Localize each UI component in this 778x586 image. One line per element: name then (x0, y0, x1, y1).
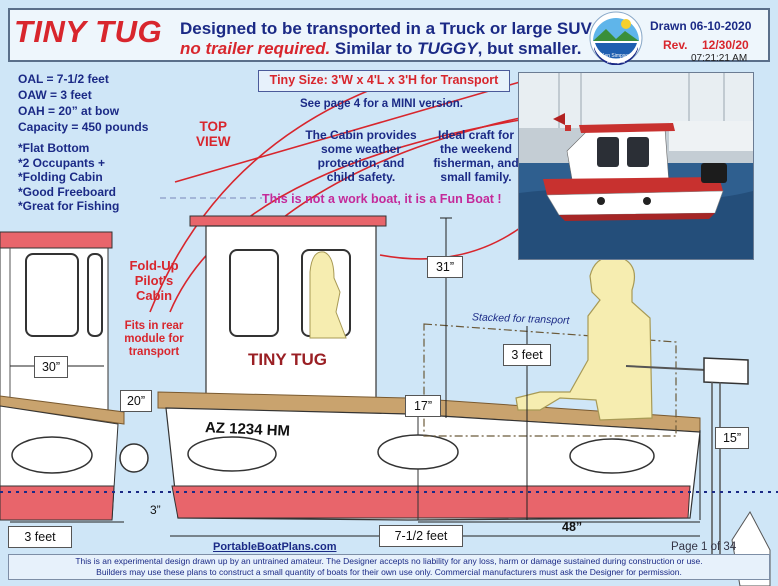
dimension-30-inch: 30” (34, 356, 68, 378)
cabin-note: The Cabin provides some weather protecti… (302, 128, 420, 184)
headline-line-2: no trailer required. Similar to TUGGY, b… (180, 39, 582, 59)
main-fender-1 (187, 436, 277, 472)
ideal-note-line: Ideal craft for (437, 128, 515, 142)
spec-item: OAW = 3 feet (18, 88, 92, 102)
left-hull-gunwale (0, 395, 125, 425)
fun-boat-note: This is not a work boat, it is a Fun Boa… (262, 192, 502, 206)
cabin-note-line: some weather (320, 142, 402, 156)
main-fender-2 (377, 434, 459, 470)
disclaimer-line-1: This is an experimental design drawn up … (75, 556, 703, 566)
feature-item: *Folding Cabin (18, 170, 103, 184)
spec-item: Capacity = 450 pounds (18, 120, 149, 134)
headline-line-1: Designed to be transported in a Truck or… (180, 19, 596, 38)
registration-number: AZ 1234 HM (204, 419, 291, 440)
left-cabin-roof (0, 231, 113, 249)
top-view-label: TOP VIEW (196, 119, 231, 149)
top-view-arc-2 (169, 119, 521, 313)
left-hull-bottom (0, 485, 115, 521)
dimension-20-inch: 20” (120, 390, 152, 412)
fold-up-line: Cabin (135, 288, 173, 303)
spec-list: OAL = 7-1/2 feet OAW = 3 feet OAH = 20” … (18, 71, 148, 135)
left-cabin-window (25, 253, 79, 337)
smaller-text: , but smaller. (477, 39, 582, 58)
pilot-figure (515, 256, 653, 421)
no-trailer-text: no trailer required. (180, 39, 331, 58)
cabin-note-line: The Cabin provides (305, 128, 417, 142)
ideal-note-line: small family. (440, 170, 512, 184)
top-view-line-1: TOP (199, 119, 228, 134)
revision-label: Rev. (663, 38, 688, 52)
top-view-arc-1 (149, 85, 381, 313)
drawn-date: Drawn 06-10-2020 (650, 19, 752, 33)
feature-item: *2 Occupants + (18, 155, 106, 170)
fold-up-cabin-label: Fold-Up Pilot's Cabin (118, 258, 190, 303)
fold-up-line: Pilot's (134, 273, 174, 288)
similar-text: Similar to (330, 39, 418, 58)
dimension-15-inch: 15” (715, 427, 749, 449)
cabin-note-line: protection, and (317, 156, 405, 170)
left-hull-bumper (119, 443, 149, 473)
boat-photo (518, 72, 754, 260)
dimension-17-inch: 17” (405, 395, 441, 417)
page-title: TINY TUG (14, 14, 163, 49)
feature-item: *Flat Bottom (18, 141, 90, 155)
ideal-craft-note: Ideal craft for the weekend fisherman, a… (430, 128, 522, 184)
timestamp: 07:21:21 AM (691, 53, 748, 64)
disclaimer-line-2: Builders may use these plans to construc… (96, 567, 682, 577)
feature-item: *Good Freeboard (18, 184, 117, 199)
disclaimer-box (8, 554, 770, 580)
passenger-figure (309, 251, 347, 339)
feature-list: *Flat Bottom *2 Occupants + *Folding Cab… (18, 141, 119, 214)
dimension-48-inch: 48” (562, 520, 583, 534)
transport-size-box: Tiny Size: 3'W x 4'L x 3'H for Transport (258, 70, 510, 92)
spec-item: OAL = 7-1/2 feet (18, 72, 109, 86)
cabin-window-left (229, 249, 279, 337)
fits-line: module for (124, 333, 184, 345)
designer-logo-icon (589, 11, 643, 65)
ideal-note-line: the weekend (439, 142, 513, 156)
dimension-overall-length: 7-1/2 feet (379, 525, 463, 547)
outboard-motor-head (703, 357, 749, 385)
fits-rear-module-label: Fits in rear module for transport (118, 320, 190, 359)
dimension-31-inch: 31” (427, 256, 463, 278)
main-hull-bottom (171, 485, 691, 519)
logo-text: Ken Simpson Designs (601, 53, 631, 65)
tiller-handle (625, 365, 707, 371)
revision-date: 12/30/20 (702, 38, 749, 52)
mini-version-note: See page 4 for a MINI version. (300, 98, 463, 110)
dimension-3-feet-height: 3 feet (503, 344, 551, 366)
spec-item: OAH = 20” at bow (18, 104, 120, 118)
fold-up-line: Fold-Up (129, 258, 179, 273)
boat-name-label: TINY TUG (248, 350, 328, 369)
leader-line (379, 227, 521, 260)
cabin-note-line: child safety. (326, 170, 396, 184)
fits-line: Fits in rear (124, 320, 184, 332)
ideal-note-line: fisherman, and (433, 156, 519, 170)
left-cabin-window-small (87, 253, 103, 337)
cabin-roof (189, 215, 387, 227)
website-link[interactable]: PortableBoatPlans.com (213, 541, 337, 553)
top-view-line-2: VIEW (196, 134, 231, 149)
left-hull-fender (11, 436, 93, 474)
dimension-3-inch: 3” (150, 503, 161, 517)
top-view-line (174, 81, 521, 183)
main-fender-3 (569, 438, 655, 474)
dimension-3-feet-module: 3 feet (8, 526, 72, 548)
fits-line: transport (128, 346, 180, 358)
tuggy-text: TUGGY (417, 39, 478, 58)
page-number: Page 1 of 34 (671, 541, 737, 553)
header-box (8, 8, 770, 62)
feature-item: *Great for Fishing (18, 199, 120, 213)
